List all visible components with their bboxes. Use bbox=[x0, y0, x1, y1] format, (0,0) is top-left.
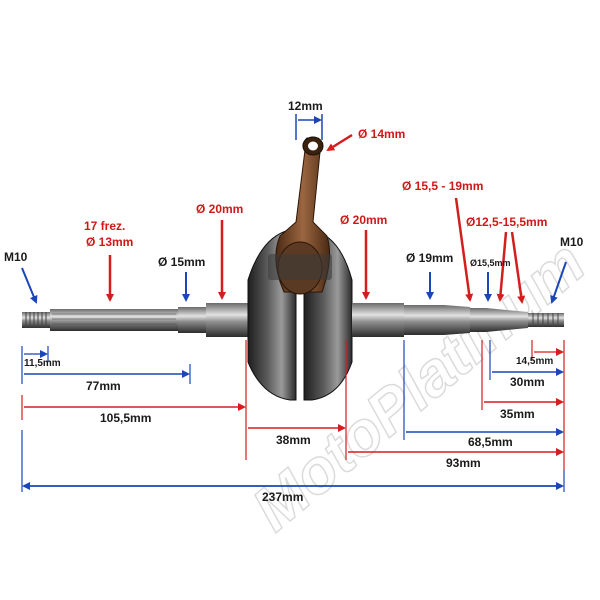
rod-width-bracket bbox=[295, 114, 323, 140]
dim-237: 237mm bbox=[262, 490, 303, 504]
right-cone bbox=[486, 308, 528, 332]
label-taper-small: Ø15,5mm bbox=[470, 258, 511, 268]
small-end-bore bbox=[308, 141, 318, 151]
label-m10-left: M10 bbox=[4, 250, 28, 264]
right-step bbox=[470, 308, 486, 332]
arrow-m10-left bbox=[21, 267, 38, 304]
label-left-bearing: Ø 20mm bbox=[196, 202, 243, 216]
arrow-taper bbox=[454, 197, 474, 302]
right-taper bbox=[444, 305, 470, 335]
label-spline-line1: 17 frez. bbox=[84, 219, 125, 233]
dim-38: 38mm bbox=[276, 433, 311, 447]
crankshaft bbox=[22, 136, 564, 401]
left-spline bbox=[50, 309, 178, 331]
dim-11-5: 11,5mm bbox=[24, 358, 61, 369]
label-rod-width: 12mm bbox=[288, 99, 323, 113]
label-cone-range: Ø12,5-15,5mm bbox=[466, 215, 547, 229]
arrow-cone-a bbox=[496, 231, 508, 302]
dim-105-5: 105,5mm bbox=[100, 411, 151, 425]
left-thread bbox=[22, 312, 50, 328]
dimension-lines bbox=[21, 340, 565, 492]
right-bearing-seat bbox=[352, 303, 404, 337]
left-journal bbox=[178, 307, 206, 333]
dim-68-5: 68,5mm bbox=[468, 435, 513, 449]
dim-30: 30mm bbox=[510, 375, 545, 389]
right-thread bbox=[528, 313, 564, 327]
label-left-journal: Ø 15mm bbox=[158, 255, 205, 269]
arrow-14mm bbox=[326, 133, 353, 152]
dim-93: 93mm bbox=[446, 456, 481, 470]
left-bearing-seat bbox=[206, 303, 248, 337]
dim-35: 35mm bbox=[500, 407, 535, 421]
label-spline-line2: Ø 13mm bbox=[86, 235, 133, 249]
label-taper-range: Ø 15,5 - 19mm bbox=[402, 179, 483, 193]
label-right-seat: Ø 19mm bbox=[406, 251, 453, 265]
label-m10-right: M10 bbox=[560, 235, 584, 249]
label-rod-pin: Ø 14mm bbox=[358, 127, 405, 141]
dim-14-5: 14,5mm bbox=[516, 356, 553, 367]
arrow-cone-b bbox=[510, 231, 526, 304]
right-seat bbox=[404, 305, 444, 335]
label-right-bearing: Ø 20mm bbox=[340, 213, 387, 227]
arrow-m10-right bbox=[550, 261, 567, 304]
crank-pin bbox=[268, 254, 332, 280]
dim-77: 77mm bbox=[86, 379, 121, 393]
